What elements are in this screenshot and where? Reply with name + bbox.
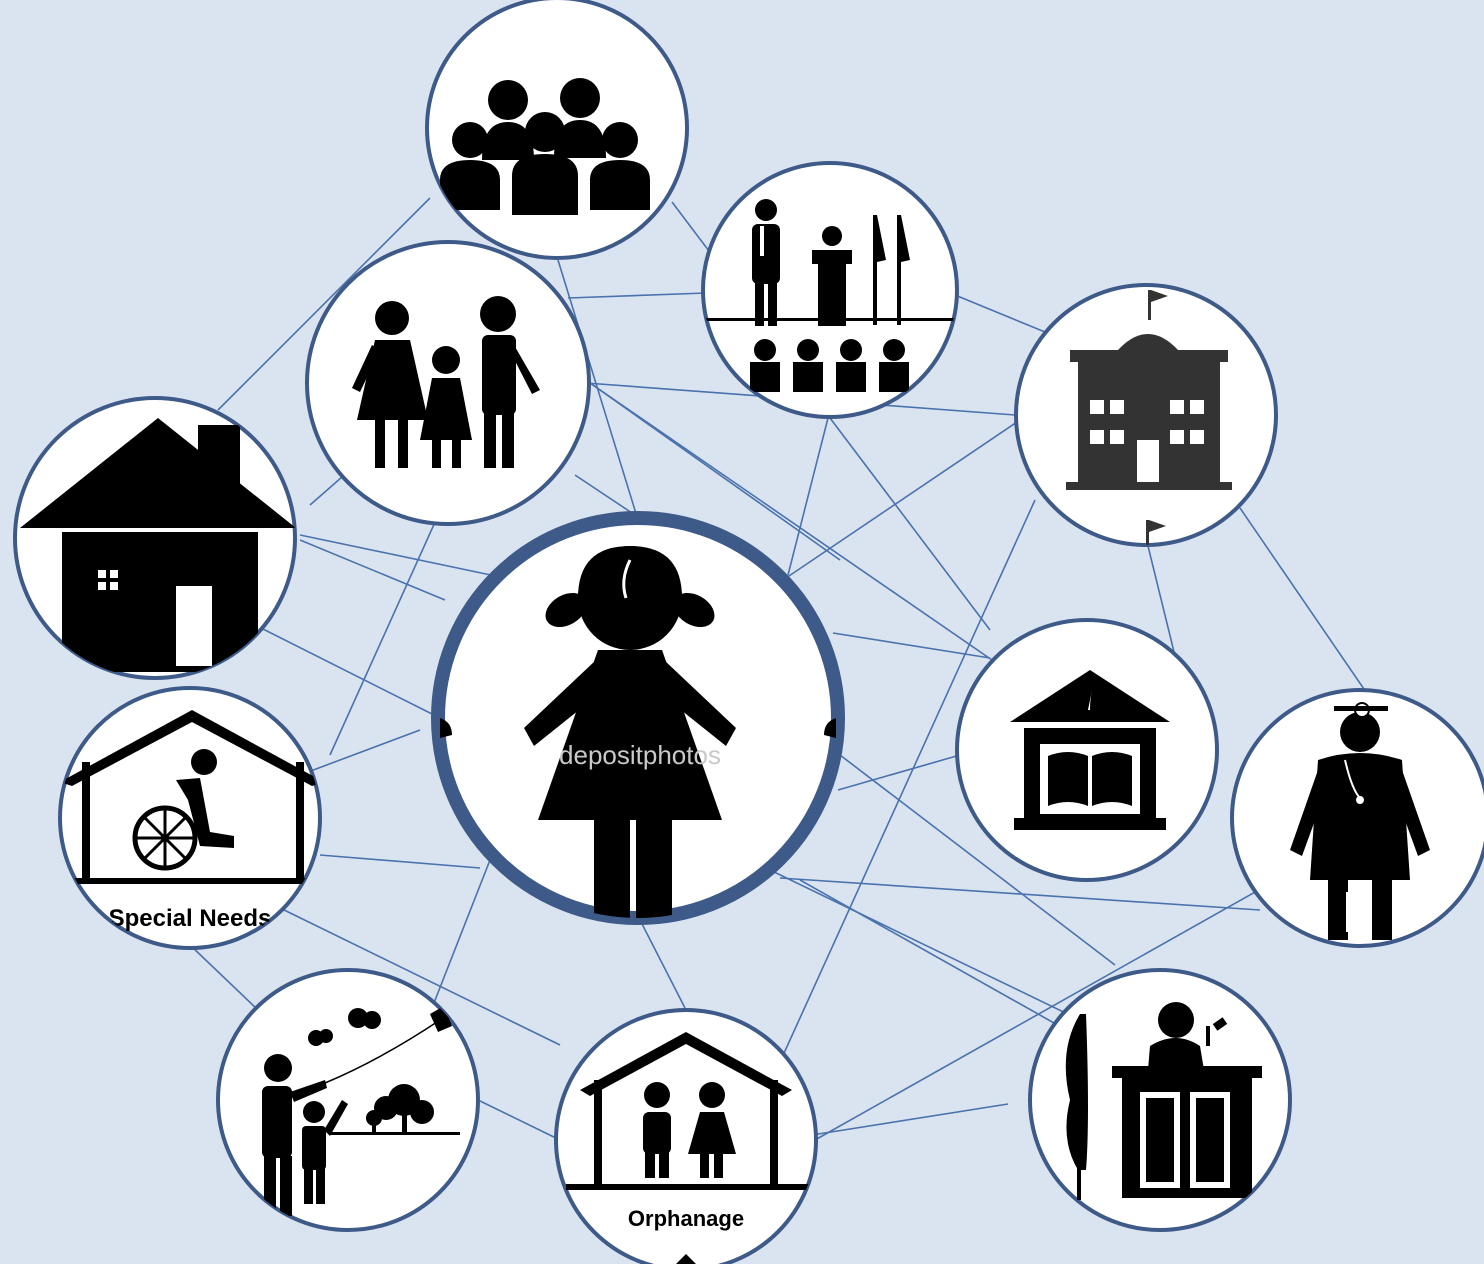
node-audience xyxy=(425,0,689,260)
link-line xyxy=(279,907,561,1046)
link-line xyxy=(319,854,481,869)
link-line xyxy=(589,382,993,661)
kite-play-icon xyxy=(262,1006,460,1216)
link-line xyxy=(299,534,506,579)
link-line xyxy=(299,729,421,776)
link-line xyxy=(189,944,259,1011)
link-line xyxy=(299,539,446,601)
node-center-girl: depositphotos xyxy=(431,511,845,925)
link-line xyxy=(837,754,961,791)
special-needs-label: Special Needs xyxy=(109,905,272,932)
link-line xyxy=(829,417,991,631)
node-orphanage: Orphanage xyxy=(554,1008,818,1264)
link-line xyxy=(671,201,713,256)
node-school xyxy=(1014,283,1278,547)
link-line xyxy=(431,859,491,1009)
node-doctor xyxy=(1230,688,1484,948)
link-line xyxy=(839,754,1116,966)
node-classroom xyxy=(701,161,959,419)
node-special-needs: Special Needs xyxy=(58,686,322,950)
link-line xyxy=(639,919,686,1009)
watermark-text: depositphotos xyxy=(559,740,721,770)
link-line xyxy=(557,259,639,521)
house-icon xyxy=(20,418,295,672)
wheelchair-icon: Special Needs xyxy=(60,710,320,932)
link-line xyxy=(769,869,1081,1021)
link-line xyxy=(1239,507,1367,693)
node-home xyxy=(13,396,297,680)
classroom-speaker-icon xyxy=(703,199,957,392)
library-book-icon xyxy=(1010,670,1170,830)
link-line xyxy=(477,1099,561,1141)
family-icon xyxy=(352,296,540,468)
link-line xyxy=(787,417,829,576)
link-line xyxy=(217,197,431,411)
link-line xyxy=(567,292,707,299)
link-line xyxy=(799,879,1071,1033)
node-library xyxy=(955,618,1219,882)
doctor-icon xyxy=(1290,702,1430,940)
link-line xyxy=(329,499,446,756)
link-line xyxy=(811,1103,1009,1136)
link-line xyxy=(779,499,1036,1063)
link-line xyxy=(832,632,991,659)
link-line xyxy=(785,419,1021,579)
school-building-icon xyxy=(1066,290,1232,545)
node-family xyxy=(305,240,591,526)
link-line xyxy=(1147,545,1177,661)
link-line xyxy=(954,294,1046,333)
girl-icon: depositphotos xyxy=(440,546,836,918)
link-line xyxy=(254,624,441,719)
link-line xyxy=(589,382,841,561)
node-court xyxy=(1028,968,1292,1232)
link-line xyxy=(779,877,1261,911)
judge-icon xyxy=(1065,1002,1262,1200)
orphanage-icon: Orphanage xyxy=(566,1032,816,1264)
link-line xyxy=(814,877,1281,1141)
audience-icon xyxy=(440,78,650,215)
connection-lines xyxy=(189,197,1367,1141)
orphanage-label: Orphanage xyxy=(628,1206,744,1231)
node-play xyxy=(216,968,480,1232)
